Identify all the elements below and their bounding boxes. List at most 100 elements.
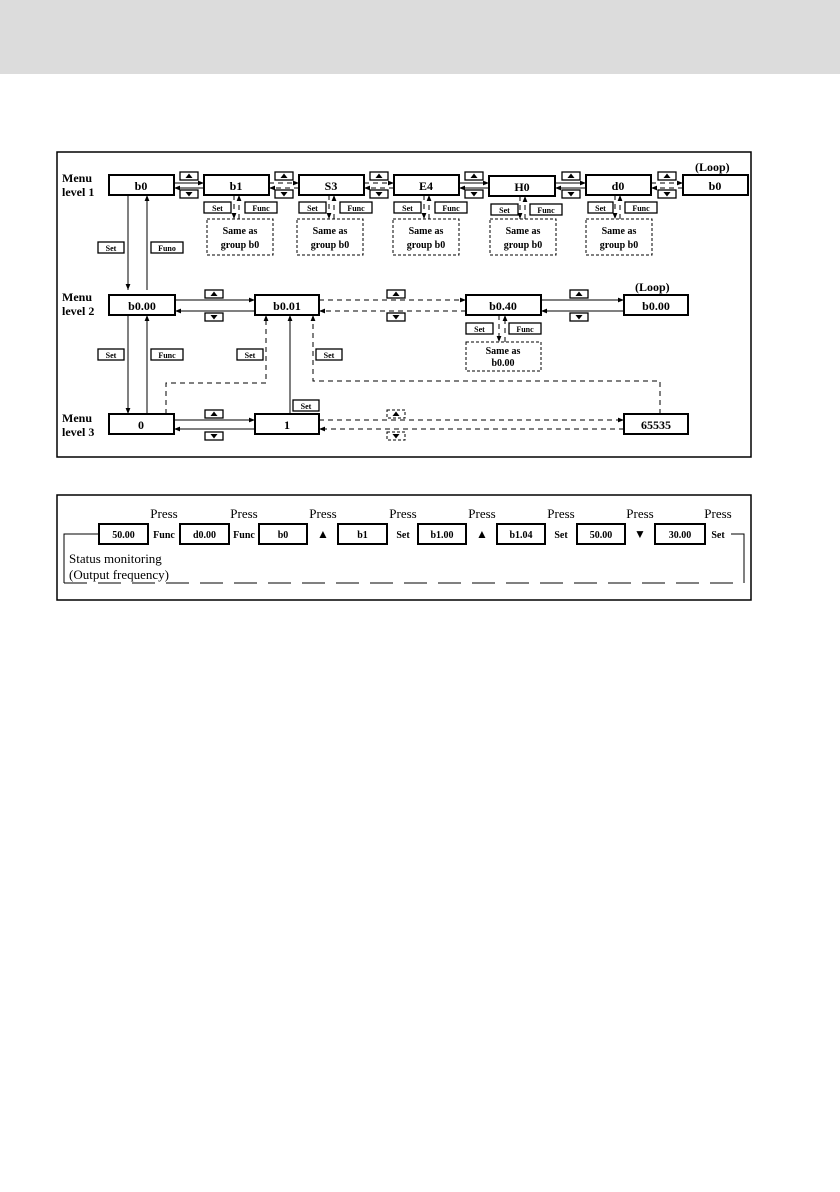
l1-box-h0-label: H0	[514, 180, 529, 194]
set-tag	[465, 322, 494, 335]
same-as-line1: Same as	[486, 346, 521, 357]
down-arrow-icon	[375, 192, 383, 197]
seq-box-2-label: d0.00	[193, 530, 216, 541]
level1-links	[174, 180, 683, 191]
same-as-line2: group b0	[311, 240, 349, 251]
seq-box-1-label: 50.00	[112, 530, 135, 541]
up-arrow-icon	[663, 173, 671, 178]
l2-box-b001-label: b0.01	[273, 299, 301, 313]
up-arrow-icon	[470, 173, 478, 178]
b040-subgroup: Set Func Same as b0.00	[465, 315, 542, 372]
set-tag	[298, 201, 327, 214]
l2-box-b040-label: b0.40	[489, 299, 517, 313]
up-arrow-icon	[280, 173, 288, 178]
down-arrow-icon	[210, 434, 218, 439]
press-label: Press	[626, 506, 653, 521]
seq-box-8-label: 30.00	[669, 530, 692, 541]
set-tag	[236, 348, 264, 361]
l3-box-1-label: 1	[284, 418, 290, 432]
same-as-group-b0-box	[392, 218, 460, 256]
down-arrow-icon	[392, 434, 400, 439]
up-arrow-icon	[567, 173, 575, 178]
l1-box-b1	[203, 174, 270, 196]
same-as-line2: group b0	[600, 240, 638, 251]
set-tag-label: Set	[245, 351, 256, 360]
seq-box-8	[654, 523, 706, 545]
up-arrow-icon	[375, 173, 383, 178]
l1-loop-label: (Loop)	[695, 160, 730, 174]
set-tag-label: Set	[307, 204, 318, 213]
level1-subgroups: Set Func Same as group b0 Set Func Same …	[203, 195, 658, 256]
press-label: Press	[547, 506, 574, 521]
l1-box-e4	[393, 174, 460, 196]
down-arrow-icon	[663, 192, 671, 197]
connector-line	[63, 533, 99, 583]
up-arrow-icon	[185, 173, 193, 178]
dashed-connector	[165, 315, 269, 414]
down-key-icon: ▼	[634, 527, 646, 541]
press-label: Press	[468, 506, 495, 521]
seq-box-3	[258, 523, 308, 545]
seq-box-4-label: b1	[357, 530, 368, 541]
l2-box-b000	[108, 294, 176, 316]
l2-box-b001	[254, 294, 320, 316]
func-tag-label: Func	[347, 204, 365, 213]
l1-box-e4-label: E4	[419, 179, 433, 193]
l1-box-b0-loop-label: b0	[709, 179, 722, 193]
set-tag-label: Set	[402, 204, 413, 213]
up-arrow-icon	[392, 291, 400, 296]
same-as-line2: b0.00	[491, 358, 514, 369]
l3-box-65535	[623, 413, 689, 435]
func-tag	[508, 322, 542, 335]
same-as-line1: Same as	[506, 226, 541, 237]
same-as-b000-box	[465, 341, 542, 372]
l2-box-b000-label: b0.00	[128, 299, 156, 313]
level1-boxes: b0 b1 S3 E4 H0 d0 b0 (Loop)	[108, 160, 749, 197]
l1-box-b0-loop	[682, 174, 749, 196]
l1-box-s3-label: S3	[325, 179, 338, 193]
l3-box-65535-label: 65535	[641, 418, 671, 432]
seq-box-7	[576, 523, 626, 545]
set-tag	[587, 201, 614, 214]
seq-box-4	[337, 523, 388, 545]
down-arrow-icon	[280, 192, 288, 197]
func-tag-label: Func	[632, 204, 650, 213]
key-label: Func	[233, 530, 255, 541]
up-key-icon: ▲	[476, 527, 488, 541]
press-label: Press	[309, 506, 336, 521]
func-tag-label: Func	[537, 206, 555, 215]
key-label: Set	[554, 530, 568, 541]
func-tag	[434, 201, 468, 214]
press-label: Press	[704, 506, 731, 521]
l2-loop-label: (Loop)	[635, 280, 670, 294]
l2-box-b000-loop-label: b0.00	[642, 299, 670, 313]
key-label: Set	[711, 530, 725, 541]
l1-box-b0-label: b0	[135, 179, 148, 193]
level3-label-line1: Menu	[62, 411, 92, 425]
same-as-line1: Same as	[313, 226, 348, 237]
l1-box-d0-label: d0	[612, 179, 625, 193]
sequence-keys: Func Func ▲ Set ▲ Set ▼ Set	[153, 527, 725, 541]
up-arrow-icon	[210, 411, 218, 416]
down-arrow-icon	[567, 192, 575, 197]
level2-links	[175, 289, 624, 322]
l3-box-0-label: 0	[138, 418, 144, 432]
up-key-icon: ▲	[317, 527, 329, 541]
func-tag	[244, 201, 278, 214]
func-tag-label: Func	[516, 325, 534, 334]
level2-boxes: b0.00 b0.01 b0.40 b0.00 (Loop)	[108, 280, 689, 316]
seq-box-5-label: b1.00	[430, 530, 453, 541]
set-tag	[393, 201, 422, 214]
down-arrow-icon	[575, 315, 583, 320]
up-arrow-icon	[575, 291, 583, 296]
same-as-group-b0-box	[206, 218, 274, 256]
set-tag	[292, 399, 320, 412]
header-band	[0, 0, 840, 74]
same-as-line1: Same as	[602, 226, 637, 237]
level1-updown-tags	[179, 171, 677, 199]
same-as-line1: Same as	[409, 226, 444, 237]
same-as-line2: group b0	[504, 240, 542, 251]
set-tag-label: Set	[301, 402, 312, 411]
l1-box-b0	[108, 174, 175, 196]
